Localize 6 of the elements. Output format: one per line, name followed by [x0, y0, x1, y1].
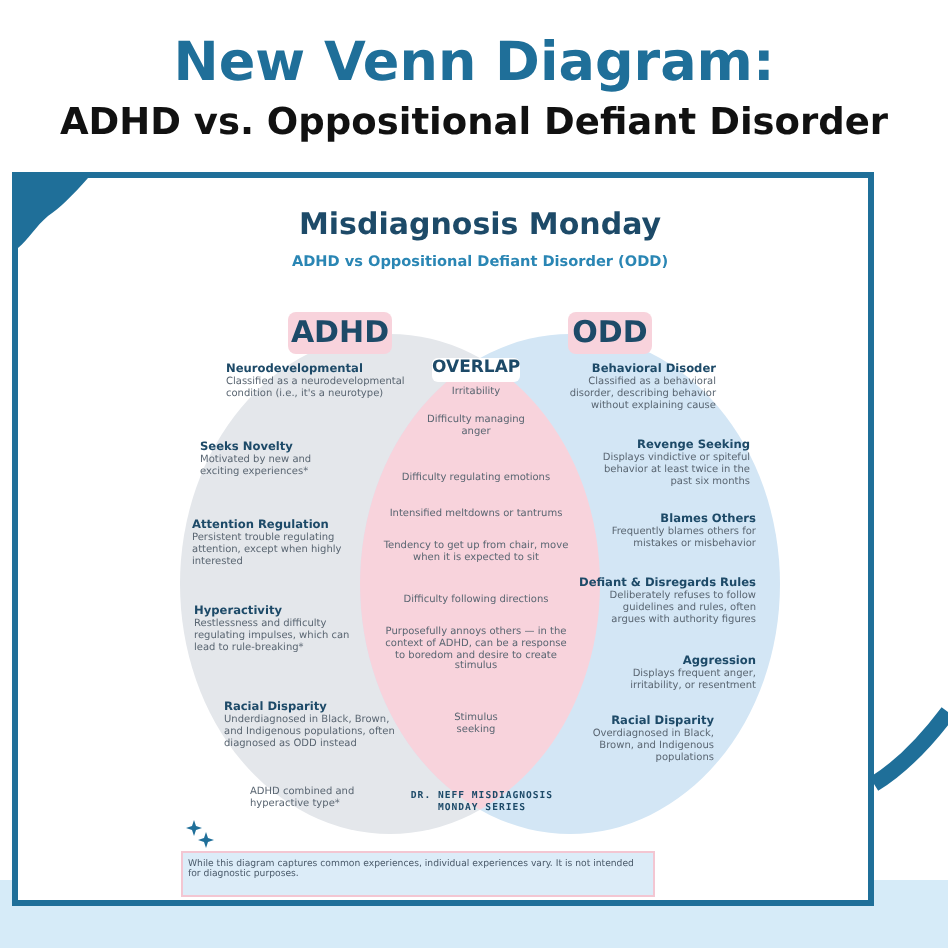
venn-label: ODD	[568, 312, 652, 355]
title: New Venn Diagram:	[171, 32, 777, 95]
venn-label: ADHD	[288, 312, 392, 355]
overlap-label: OVERLAP	[432, 358, 520, 382]
subtitle: ADHD vs. Oppositional Defiant Disorder	[57, 102, 891, 145]
card-title: Misdiagnosis Monday	[296, 208, 664, 243]
